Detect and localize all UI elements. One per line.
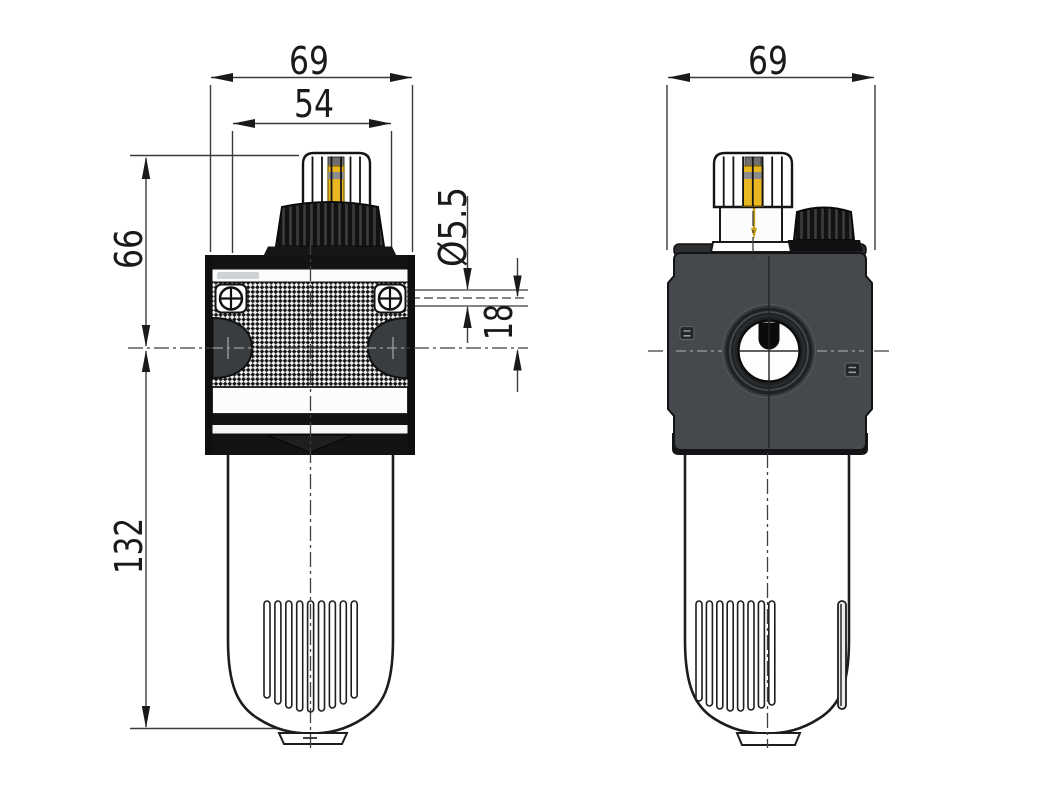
arrowhead xyxy=(513,275,522,298)
arrowhead xyxy=(668,73,690,82)
side-dimensions xyxy=(666,73,876,250)
side-body xyxy=(667,252,873,455)
front-dimension-labels: 69 54 66 132 Ø5.5 18 xyxy=(107,39,521,574)
body-lower-bar xyxy=(205,414,415,425)
arrowhead xyxy=(390,73,412,82)
side-knob xyxy=(792,206,856,241)
body-rail-right xyxy=(407,255,415,455)
dim-label-overall-width: 69 xyxy=(289,39,329,83)
arrowhead xyxy=(141,156,151,179)
side-view: 69 xyxy=(648,39,893,748)
arrowhead xyxy=(852,73,874,82)
side-centerlines xyxy=(648,211,893,748)
dim-label-lower-height: 132 xyxy=(107,518,151,574)
body-rail-left xyxy=(205,255,213,455)
arrowhead xyxy=(513,348,522,371)
dim-label-upper-height: 66 xyxy=(107,229,151,269)
front-dimensions xyxy=(130,73,528,730)
arrowhead xyxy=(141,350,151,372)
arrowhead xyxy=(141,706,151,728)
front-centerlines xyxy=(128,240,528,748)
side-cap-assembly xyxy=(673,151,867,257)
side-knob-flare xyxy=(785,240,863,252)
side-dimension-labels: 69 xyxy=(748,39,788,83)
dim-69-side-lines xyxy=(666,76,876,250)
hole-leader-lines xyxy=(403,289,528,307)
arrowhead xyxy=(211,73,233,82)
dim-54-lines xyxy=(231,122,393,253)
front-cap-assembly xyxy=(262,151,398,259)
arrowhead xyxy=(369,119,391,128)
arrowhead xyxy=(463,306,472,328)
side-bowl-ribs xyxy=(695,600,776,712)
dim-66-lines xyxy=(130,154,299,346)
drip-tube-band xyxy=(328,172,344,179)
screw-right xyxy=(377,286,403,311)
arrowhead xyxy=(141,325,151,347)
dim-label-hole-offset: 18 xyxy=(477,304,521,340)
dome-flutes xyxy=(311,156,361,206)
body-top-bar xyxy=(205,255,415,270)
brand-mark xyxy=(217,272,259,279)
dome-flutes xyxy=(722,156,783,206)
vent-mark-left xyxy=(679,325,695,341)
dim-label-cap-width: 54 xyxy=(294,82,334,126)
pedestal-base xyxy=(709,241,793,253)
screw-left xyxy=(218,286,244,311)
dome-pedestal xyxy=(719,206,783,245)
adjustment-knob xyxy=(274,201,386,248)
dim-69-front-lines xyxy=(209,76,414,252)
dim-label-overall-width: 69 xyxy=(748,39,788,83)
arrowhead xyxy=(233,119,255,128)
bowl-drain xyxy=(735,732,802,746)
bowl-edge-rib xyxy=(837,600,847,710)
vent-mark-right xyxy=(844,362,861,378)
dim-label-hole-diameter: Ø5.5 xyxy=(431,187,475,267)
front-view: 69 54 66 132 Ø5.5 18 xyxy=(107,39,528,748)
arrowhead xyxy=(463,268,472,290)
